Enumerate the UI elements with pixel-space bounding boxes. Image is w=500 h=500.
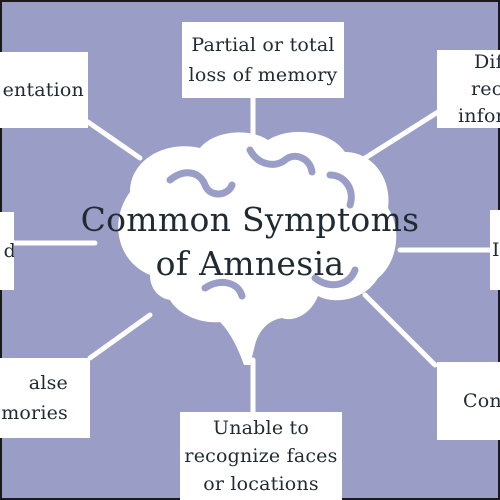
node-text: Con <box>463 390 500 412</box>
connector-top-right <box>359 109 441 163</box>
node-text: recognize faces <box>184 445 338 467</box>
node-unable-to-recognize: Unable to recognize faces or locations <box>180 412 342 500</box>
node-text: mories <box>1 402 68 424</box>
brain-folds <box>166 146 359 300</box>
node-memory-loss: Partial or total loss of memory <box>182 22 344 98</box>
node-disorientation: entation <box>0 52 88 128</box>
connector-bottom-right <box>362 292 438 368</box>
node-confusion: Con <box>437 362 500 440</box>
node-text: Unable to <box>213 417 309 439</box>
node-text: alse <box>28 372 68 394</box>
node-text: Dif <box>474 50 500 73</box>
connector-top-left <box>85 119 143 161</box>
connector-bottom-left <box>87 312 153 361</box>
node-text: or locations <box>203 473 319 495</box>
node-difficulty-recalling: Dif rec infor <box>437 50 500 128</box>
center-title: Common Symptoms of Amnesia <box>60 198 440 286</box>
node-text: Partial or total <box>191 34 335 56</box>
node-text: I <box>492 239 500 261</box>
node-left-middle: d <box>0 212 14 290</box>
node-text: d <box>3 240 14 262</box>
node-text: loss of memory <box>188 64 338 86</box>
center-title-line-1: Common Symptoms <box>80 200 420 239</box>
node-text: rec <box>471 77 500 100</box>
brain-icon <box>118 131 397 365</box>
node-right-middle: I <box>490 210 500 290</box>
node-false-memories: alse mories <box>0 358 90 438</box>
node-text: infor <box>458 104 500 127</box>
node-text: entation <box>2 79 84 101</box>
brain-silhouette <box>118 131 397 365</box>
connectors <box>10 94 493 416</box>
center-title-line-2: of Amnesia <box>155 244 345 283</box>
